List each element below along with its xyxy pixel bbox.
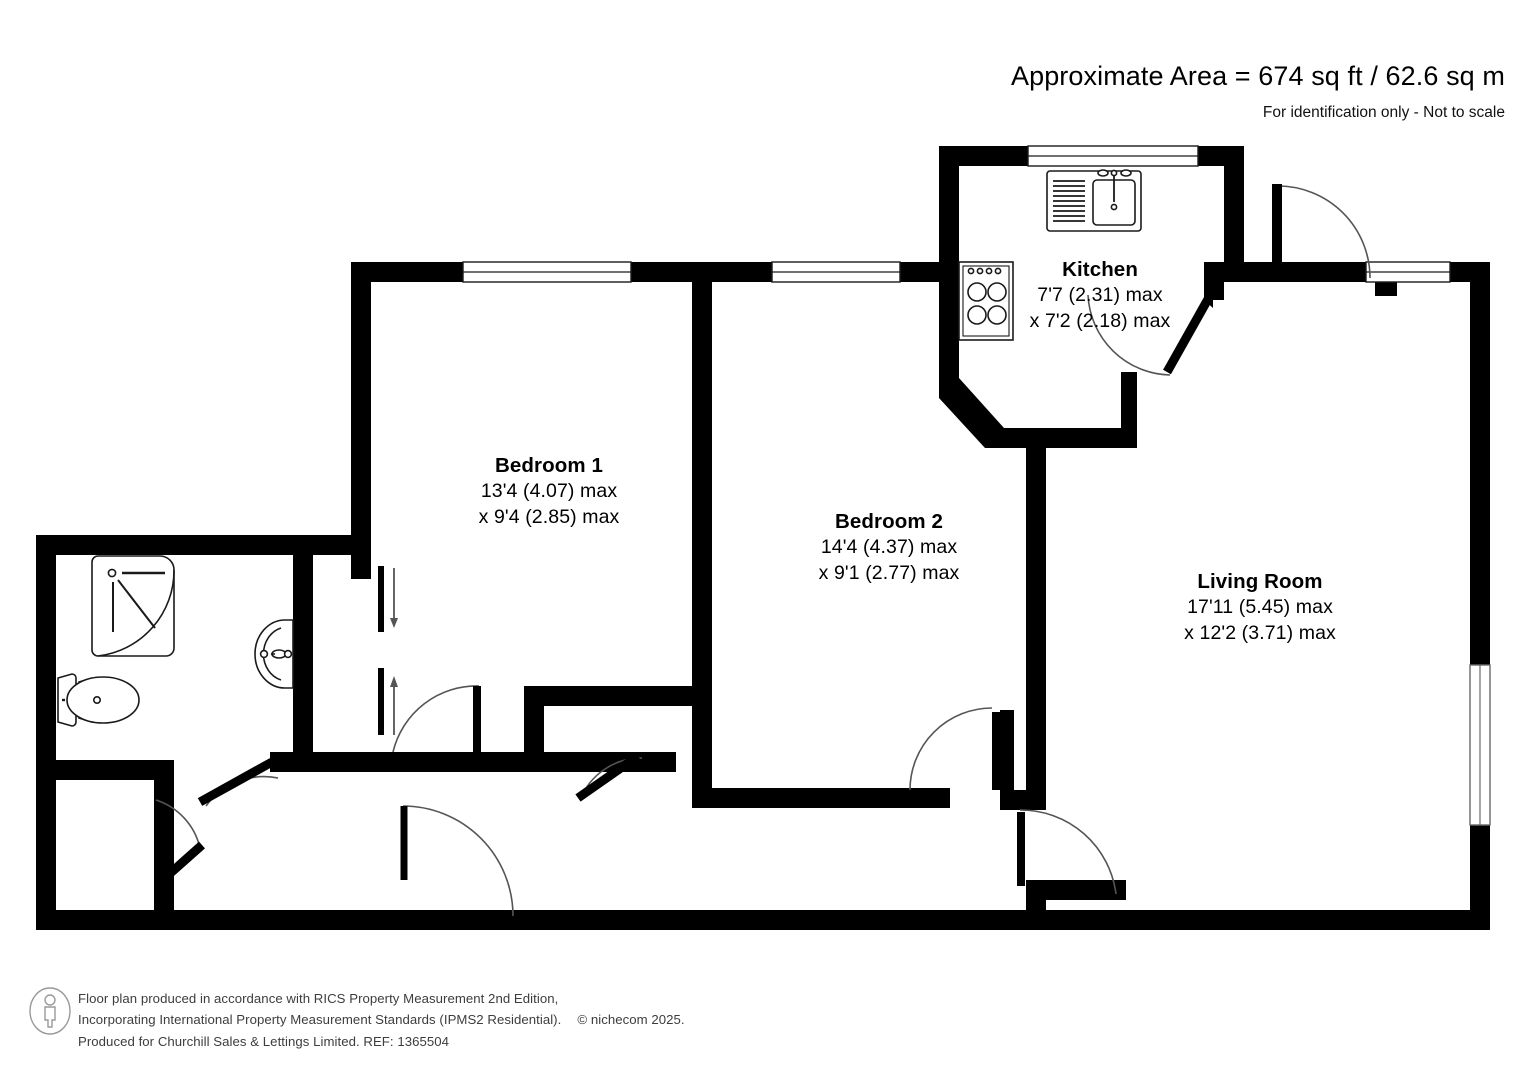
wall-cupboard-right [524,686,544,772]
kitchen-sink-drainer-icon [1046,169,1142,232]
window-bedroom1-top [462,261,632,283]
person-info-icon [29,987,71,1035]
room-label-bedroom2: Bedroom 2 14'4 (4.37) max x 9'1 (2.77) m… [769,508,1009,587]
wall-bathroom-right [293,555,313,752]
corner-shower-icon [91,555,175,657]
footer-line-2: Incorporating International Property Mea… [78,1009,685,1030]
cooker-hob-icon [958,261,1014,341]
wall-living-door-jamb [1000,710,1014,810]
room-label-kitchen: Kitchen 7'7 (2.31) max x 7'2 (2.18) max [1000,256,1200,335]
approximate-area-text: Approximate Area = 674 sq ft / 62.6 sq m [1010,61,1505,91]
wash-basin-icon [254,619,294,689]
doors [154,184,1371,917]
room-dim2-living-room: x 12'2 (3.71) max [1184,622,1336,645]
windows [462,145,1491,826]
door-living-hall [1017,809,1117,895]
door-kitchen-lower [1087,289,1216,376]
jamb-hall-entry [492,752,524,772]
plan-header: Approximate Area = 674 sq ft / 62.6 sq m… [805,0,1505,121]
footer-line-3: Produced for Churchill Sales & Lettings … [78,1033,450,1049]
door-bathroom [197,758,279,807]
bathroom-fixtures [57,555,294,727]
wall-kitchen-bottom-right [1121,372,1137,448]
wall-hall-top-left [56,760,174,780]
jamb-bedroom1-lower [351,535,371,579]
wall-living-left [1026,440,1046,810]
jamb-bedroom2-door [642,752,676,772]
door-kitchen-entry [1272,184,1371,280]
slider-arrow-up [390,676,398,735]
room-dim1-kitchen: 7'7 (2.31) max [1037,284,1163,307]
footer-line-2a: Incorporating International Property Mea… [78,1012,562,1028]
door-hall-entry [400,805,514,917]
slider-arrow-down [390,568,398,628]
room-name-living-room: Living Room [1197,570,1323,593]
footer-line-1: Floor plan produced in accordance with R… [78,991,559,1006]
wall-kitchen-left [939,262,959,382]
sliding-wardrobe-doors [378,566,398,735]
wall-structure [36,146,1490,930]
room-dim1-bedroom2: 14'4 (4.37) max [820,536,958,559]
footer-copyright: © nichecom 2025. [577,1012,685,1028]
room-name-bedroom2: Bedroom 2 [835,510,943,533]
wall-between-bedrooms [692,262,712,808]
window-bedroom2-top [771,261,901,283]
wc-toilet-icon [57,673,140,727]
footer-credits: Floor plan produced in accordance with R… [78,988,685,1052]
identification-note: For identification only - Not to scale [1262,103,1505,121]
window-kitchen-top [1027,145,1199,167]
wall-bedroom2-bottom [692,788,950,808]
room-name-bedroom1: Bedroom 1 [495,454,603,477]
wall-cupboard-top [524,686,694,706]
room-dim1-bedroom1: 13'4 (4.07) max [480,480,618,503]
door-bedroom2 [909,707,1000,791]
room-name-kitchen: Kitchen [1062,258,1138,281]
door-bedroom1 [392,685,481,753]
room-label-living-room: Living Room 17'11 (5.45) max x 12'2 (3.7… [1150,568,1370,647]
plan-footer: Floor plan produced in accordance with R… [0,985,1527,1080]
wall-airing-cupboard [154,772,174,910]
wall-kitchen-bottom [985,428,1137,448]
outer-wall-envelope [36,146,1490,930]
kitchen-fixtures [958,169,1142,341]
room-dim1-living-room: 17'11 (5.45) max [1187,596,1333,619]
room-dim2-bedroom1: x 9'4 (2.85) max [478,506,620,529]
room-dim2-kitchen: x 7'2 (2.18) max [1029,310,1171,333]
room-dim2-bedroom2: x 9'1 (2.77) max [818,562,960,585]
wall-hall-bottom-step [1026,880,1046,912]
window-living-right [1469,664,1491,826]
floor-plan-canvas [36,145,1491,930]
door-cupboard [575,752,643,802]
door-airing-cupboard [154,799,205,889]
window-living-top [1365,261,1451,283]
room-label-bedroom1: Bedroom 1 13'4 (4.07) max x 9'4 (2.85) m… [429,452,669,531]
wall-hall-bottom-stub [1046,880,1126,900]
